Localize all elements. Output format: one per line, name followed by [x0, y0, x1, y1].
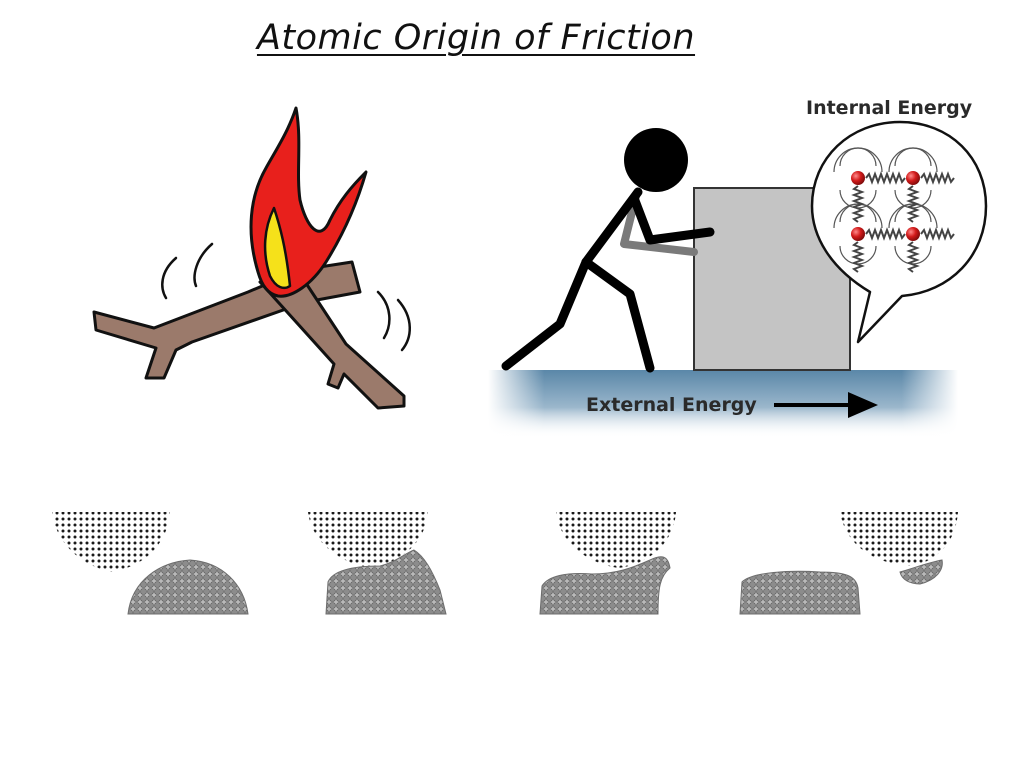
atom-lattice-bubble-icon — [810, 120, 988, 344]
stick-figure-head — [624, 128, 688, 192]
atoms — [851, 171, 920, 241]
nanoparticle — [325, 549, 447, 615]
nanoparticle — [739, 570, 861, 615]
slide-title: Atomic Origin of Friction — [256, 18, 696, 58]
vibration-lines-right — [376, 290, 411, 352]
flame-inner — [263, 206, 292, 290]
afm-tip — [52, 512, 170, 572]
afm-tip — [840, 512, 958, 566]
simulation-frame-3 — [539, 512, 676, 615]
nanoparticle — [539, 556, 671, 615]
nanoparticle — [127, 559, 249, 615]
simulation-frame-2 — [308, 512, 447, 615]
afm-tip — [308, 512, 428, 568]
external-energy-label: External Energy — [586, 394, 757, 416]
floor-surface — [488, 370, 958, 438]
simulation-frame-1 — [52, 512, 249, 615]
vibration-arcs — [833, 147, 938, 265]
detached-cluster — [899, 559, 943, 585]
arrow-right-icon — [774, 392, 878, 418]
internal-energy-label: Internal Energy — [806, 97, 973, 119]
afm-tip — [556, 512, 676, 568]
vibration-lines-left — [161, 242, 214, 300]
simulation-frame-4 — [739, 512, 958, 615]
burning-sticks-icon — [92, 106, 411, 410]
stick-figure-pushing-box-icon — [501, 128, 715, 373]
wood-branch-right — [258, 266, 406, 410]
spring-bonds — [851, 171, 955, 273]
